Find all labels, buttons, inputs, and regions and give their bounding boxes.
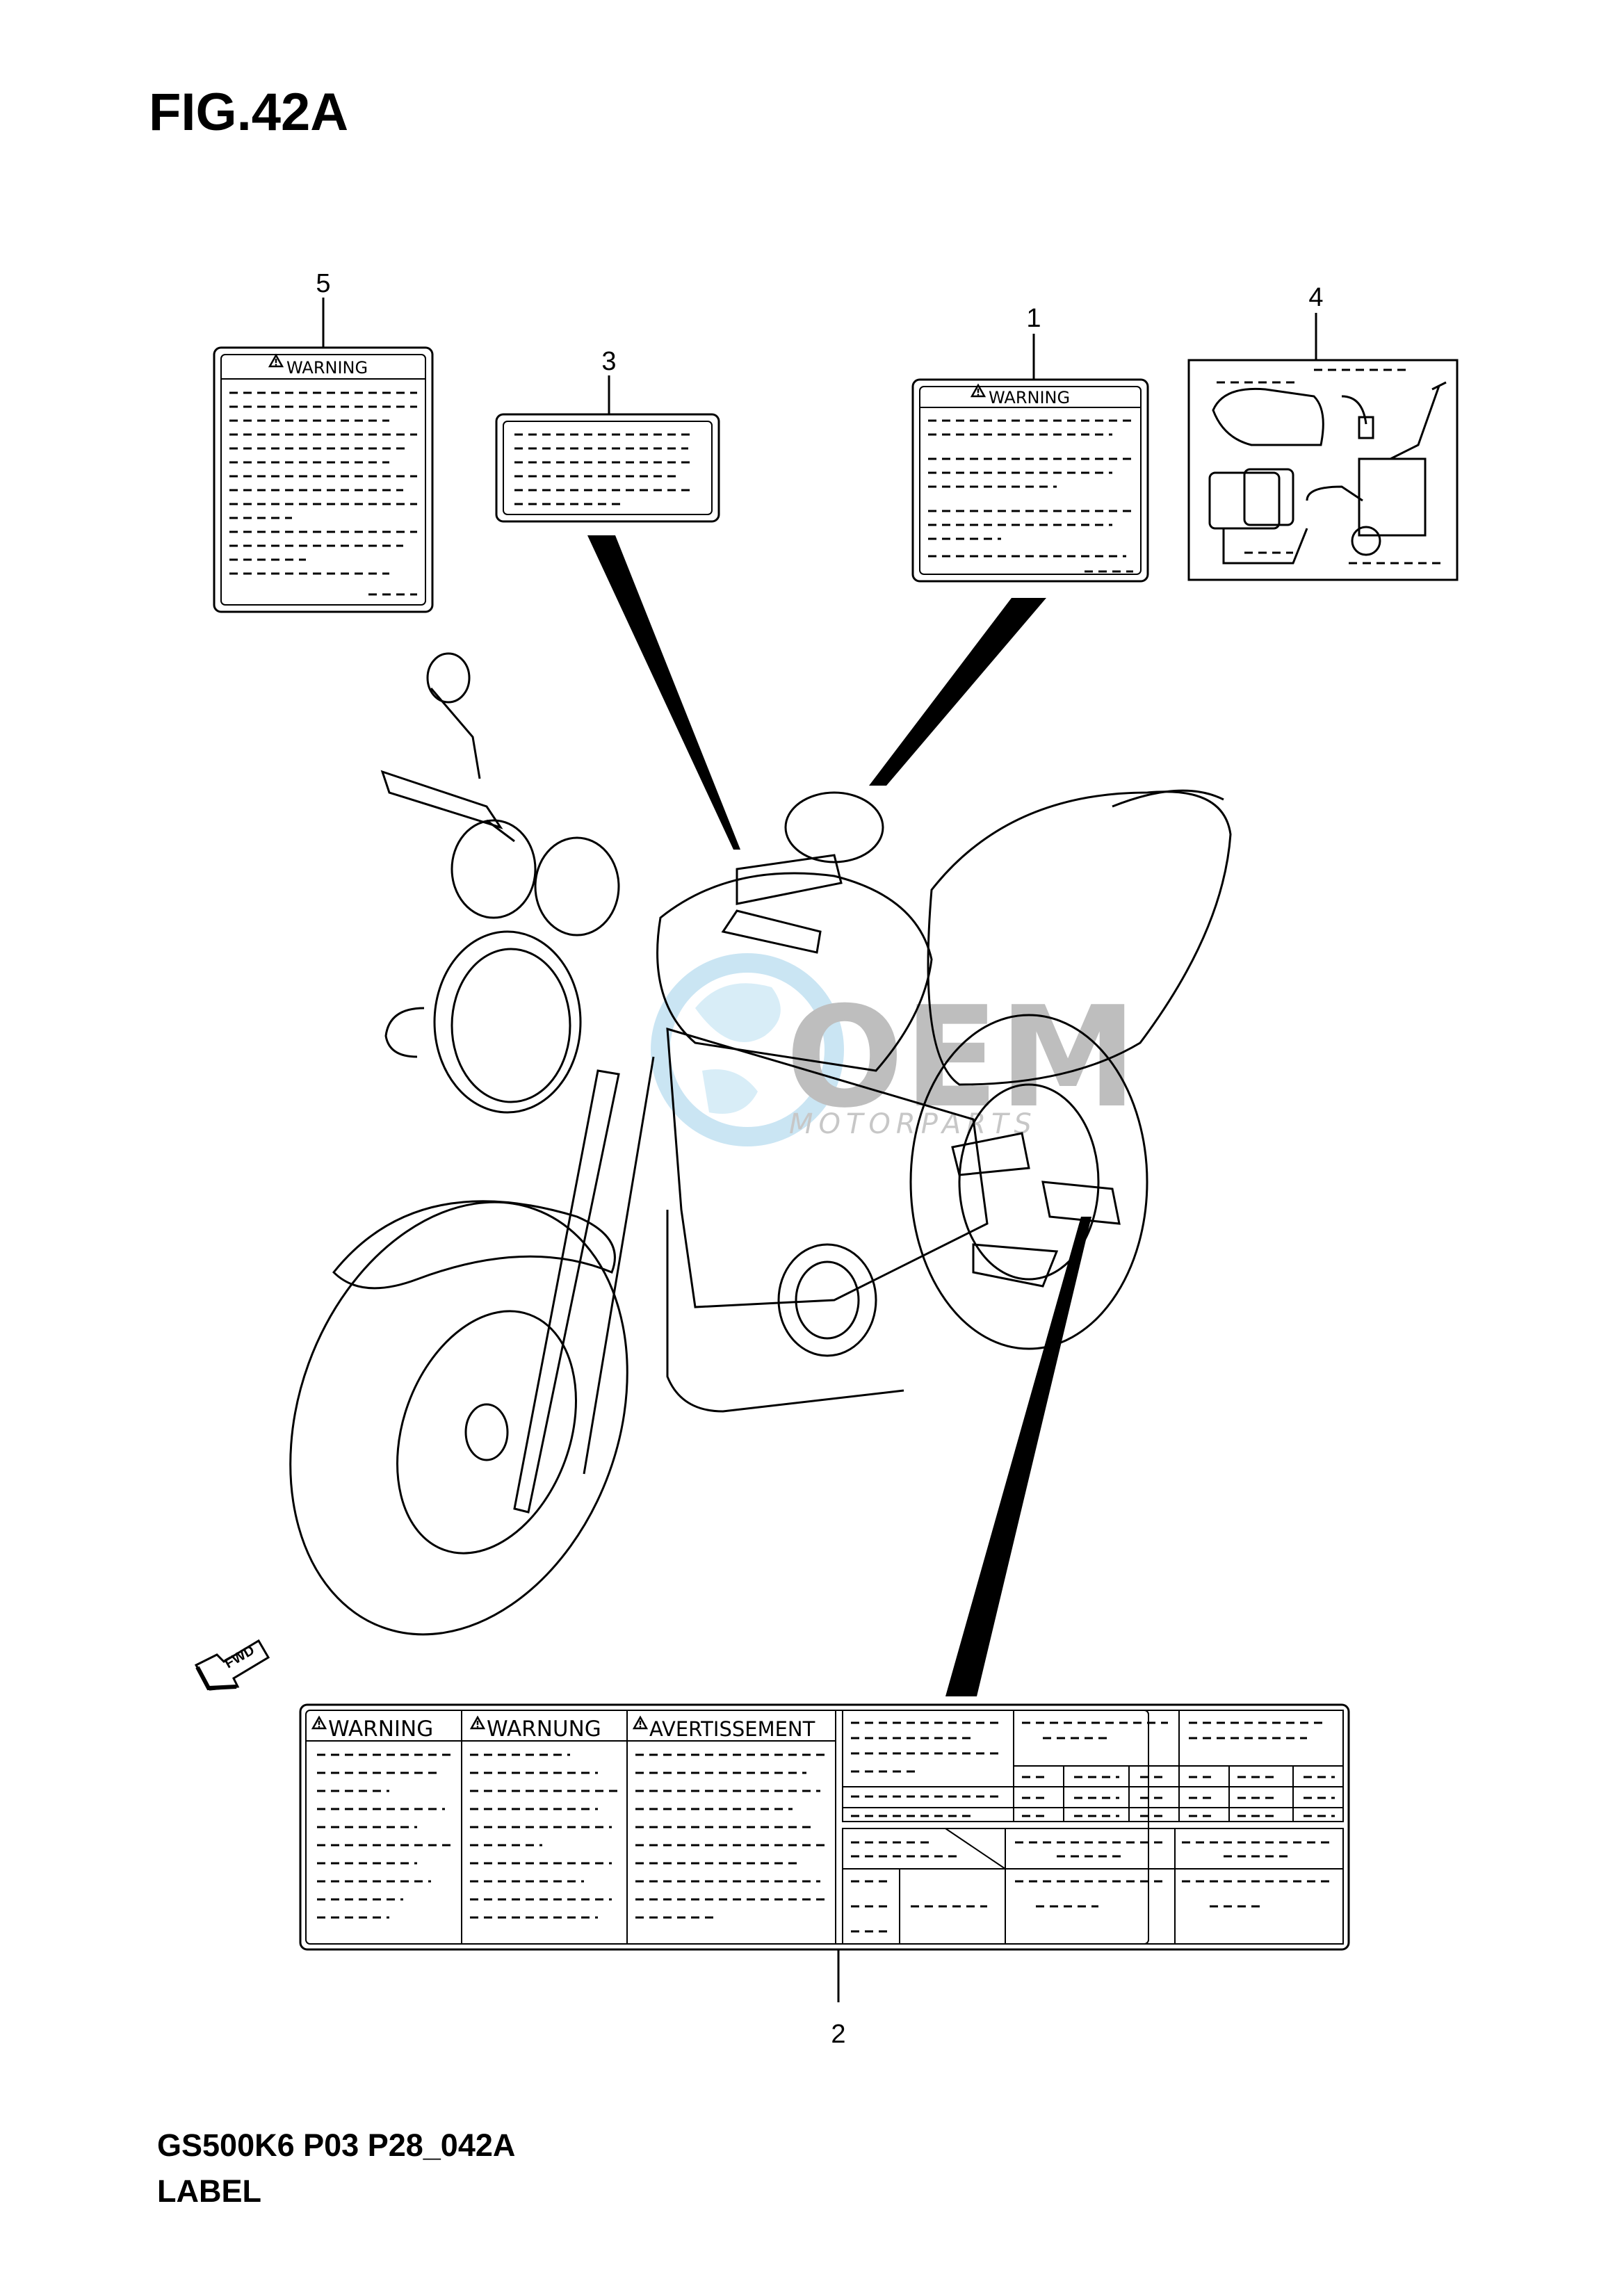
callout-4: 4 [1308, 283, 1323, 312]
label-1-warning: WARNING [989, 388, 1070, 407]
callout-5: 5 [316, 269, 330, 298]
figure-title: FIG.42A [149, 83, 349, 142]
figure-label: LABEL [157, 2173, 261, 2209]
watermark-brand: OEM [786, 977, 1137, 1139]
warning-triangle-icon [268, 354, 284, 368]
warning-triangle-icon [470, 1716, 485, 1730]
fwd-arrow-icon: FWD [194, 1639, 270, 1691]
label-1: WARNING 1 [869, 304, 1149, 786]
label-2-avertissement: AVERTISSEMENT [649, 1717, 815, 1741]
label-4: 4 [1187, 283, 1459, 581]
watermark-tagline: MOTORPARTS [789, 1108, 1037, 1140]
watermark: OEM MOTORPARTS [651, 953, 1137, 1146]
callout-3: 3 [601, 347, 616, 376]
warning-triangle-icon [311, 1716, 327, 1730]
callout-2: 2 [831, 2020, 845, 2049]
label-5: WARNING 5 [213, 269, 434, 613]
label-2-pointer [945, 1217, 1091, 1696]
label-2-warning: WARNING [328, 1717, 433, 1742]
motorcycle-illustration [289, 652, 1232, 1636]
warning-triangle-icon [633, 1716, 648, 1730]
figure-code: GS500K6 P03 P28_042A [157, 2127, 516, 2163]
label-2: WARNING WARNUNG AVERTISSEMENT [299, 1703, 1350, 2049]
label-2-warnung: WARNUNG [487, 1717, 601, 1742]
label-3: 3 [495, 347, 740, 850]
callout-1: 1 [1026, 304, 1041, 333]
label-5-warning: WARNING [286, 358, 368, 378]
